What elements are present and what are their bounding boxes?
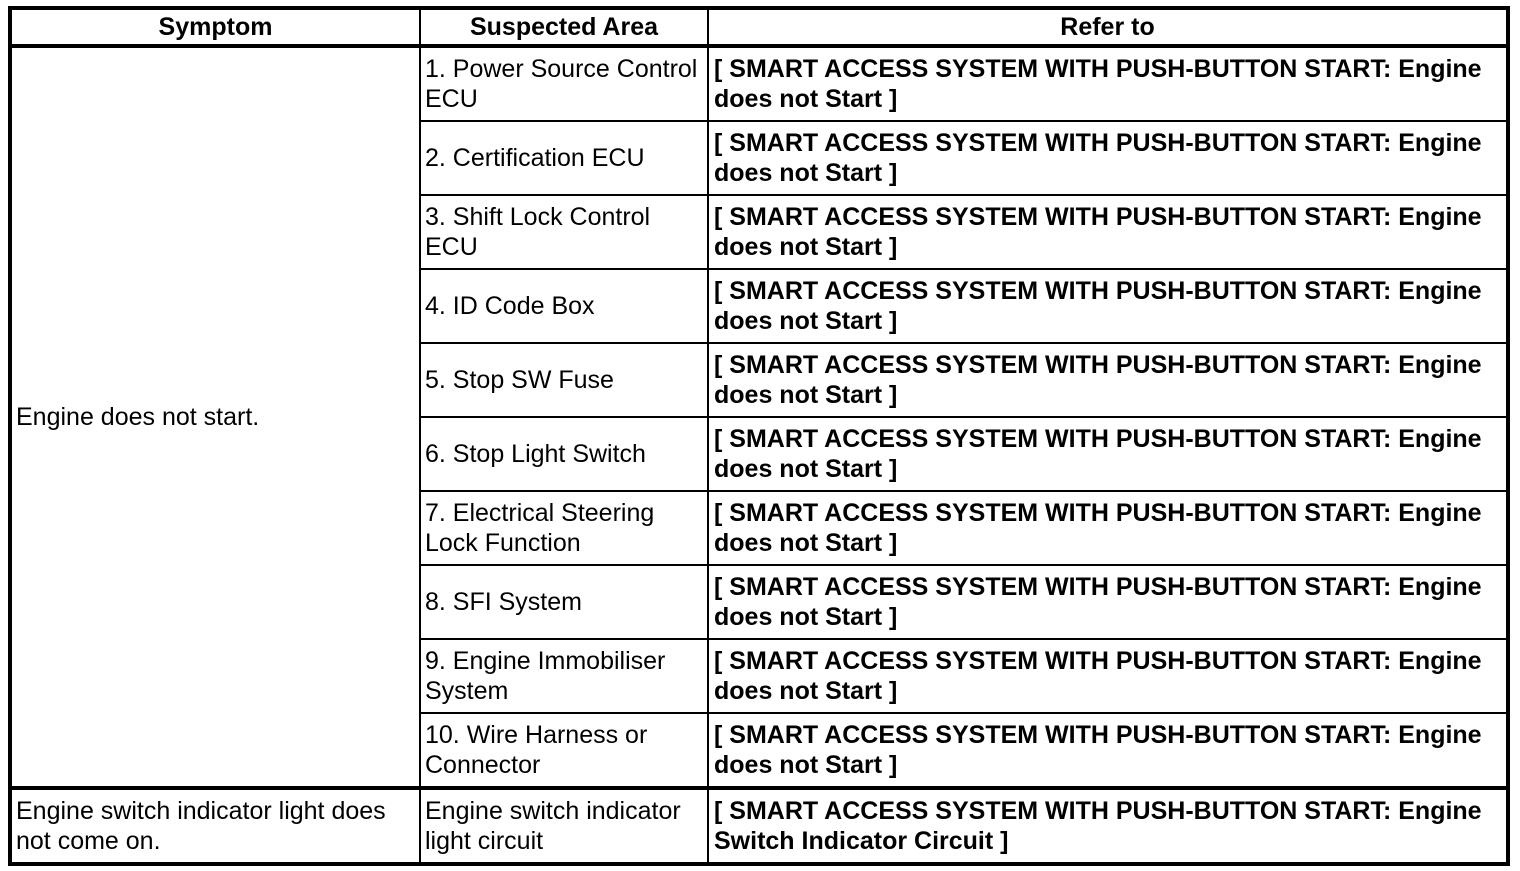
table-row: 2. Certification ECU[ SMART ACCESS SYSTE… [10, 120, 1509, 196]
table-row: Engine switch indicator light does not c… [9, 786, 1509, 865]
suspected-area-cell: 9. Engine Immobiliser System [419, 638, 709, 714]
refer-to-cell: [ SMART ACCESS SYSTEM WITH PUSH-BUTTON S… [707, 786, 1509, 865]
suspected-area-cell: 8. SFI System [419, 564, 709, 640]
suspected-area-cell: 2. Certification ECU [419, 120, 709, 196]
refer-to-cell: [ SMART ACCESS SYSTEM WITH PUSH-BUTTON S… [707, 342, 1509, 418]
column-header-suspected-area: Suspected Area [419, 6, 709, 48]
suspected-area-cell: 6. Stop Light Switch [419, 416, 709, 492]
table-row: Engine does not start.1. Power Source Co… [9, 45, 1509, 789]
refer-to-cell: [ SMART ACCESS SYSTEM WITH PUSH-BUTTON S… [707, 268, 1509, 344]
refer-to-cell: [ SMART ACCESS SYSTEM WITH PUSH-BUTTON S… [707, 638, 1509, 714]
suspected-area-cell: 4. ID Code Box [419, 268, 709, 344]
suspected-area-cell: 5. Stop SW Fuse [419, 342, 709, 418]
refer-to-cell: [ SMART ACCESS SYSTEM WITH PUSH-BUTTON S… [707, 194, 1509, 270]
header-row: Symptom Suspected Area Refer to [9, 6, 1509, 48]
table-row: 8. SFI System[ SMART ACCESS SYSTEM WITH … [10, 564, 1509, 640]
refer-to-cell: [ SMART ACCESS SYSTEM WITH PUSH-BUTTON S… [707, 120, 1509, 196]
suspected-area-cell: 10. Wire Harness or Connector [419, 712, 709, 789]
column-header-symptom: Symptom [9, 6, 421, 48]
symptom-cell: Engine switch indicator light does not c… [9, 786, 421, 865]
suspected-area-cell: 1. Power Source Control ECU [419, 45, 709, 122]
suspected-area-cell: Engine switch indicator light circuit [419, 786, 709, 865]
table-row: 9. Engine Immobiliser System[ SMART ACCE… [10, 638, 1509, 714]
table-row: 7. Electrical Steering Lock Function[ SM… [10, 490, 1509, 566]
refer-to-cell: [ SMART ACCESS SYSTEM WITH PUSH-BUTTON S… [707, 712, 1509, 789]
refer-to-cell: [ SMART ACCESS SYSTEM WITH PUSH-BUTTON S… [707, 45, 1509, 122]
table-row: 10. Wire Harness or Connector[ SMART ACC… [10, 712, 1509, 789]
table-row: 3. Shift Lock Control ECU[ SMART ACCESS … [10, 194, 1509, 270]
suspected-area-cell: 7. Electrical Steering Lock Function [419, 490, 709, 566]
refer-to-cell: [ SMART ACCESS SYSTEM WITH PUSH-BUTTON S… [707, 490, 1509, 566]
table-row: 5. Stop SW Fuse[ SMART ACCESS SYSTEM WIT… [10, 342, 1509, 418]
refer-to-cell: [ SMART ACCESS SYSTEM WITH PUSH-BUTTON S… [707, 564, 1509, 640]
column-header-refer-to: Refer to [707, 6, 1509, 48]
table-row: 4. ID Code Box[ SMART ACCESS SYSTEM WITH… [10, 268, 1509, 344]
symptom-table: Symptom Suspected Area Refer to Engine d… [8, 6, 1510, 866]
refer-to-cell: [ SMART ACCESS SYSTEM WITH PUSH-BUTTON S… [707, 416, 1509, 492]
symptom-cell: Engine does not start. [9, 45, 421, 789]
suspected-area-cell: 3. Shift Lock Control ECU [419, 194, 709, 270]
table-row: 6. Stop Light Switch[ SMART ACCESS SYSTE… [10, 416, 1509, 492]
